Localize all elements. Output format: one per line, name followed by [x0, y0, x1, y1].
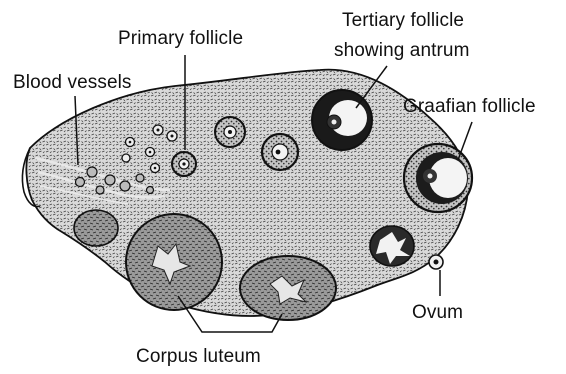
label-corpus-luteum: Corpus luteum	[136, 346, 261, 367]
ruptured-follicle	[370, 226, 414, 266]
label-tertiary-follicle-line2: showing antrum	[334, 40, 470, 61]
label-blood-vessels: Blood vessels	[13, 72, 132, 93]
secondary-follicle	[215, 117, 245, 147]
label-ovum: Ovum	[412, 302, 463, 323]
label-graafian-follicle: Graafian follicle	[403, 96, 536, 117]
corpus-luteum-2	[240, 256, 336, 320]
label-primary-follicle: Primary follicle	[118, 28, 243, 49]
label-tertiary-follicle-line1: Tertiary follicle	[342, 10, 464, 31]
primary-follicle	[172, 152, 196, 176]
graafian-follicle	[404, 144, 472, 212]
corpus-albicans	[74, 210, 118, 246]
ovum	[429, 255, 443, 269]
secondary-follicle-2	[262, 134, 298, 170]
corpus-luteum-1	[126, 214, 222, 310]
